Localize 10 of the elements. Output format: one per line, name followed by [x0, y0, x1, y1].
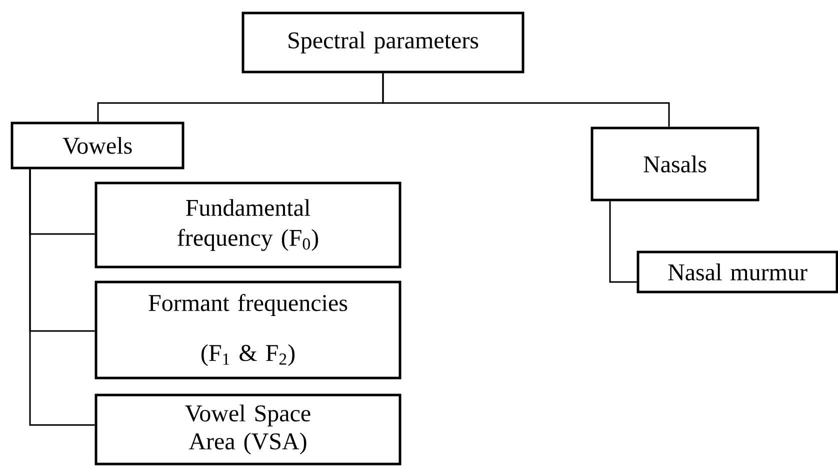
connector-line [29, 169, 95, 426]
connector-line [609, 201, 637, 283]
category-box: Fundamental frequency (F$_{0}$) [94, 182, 402, 268]
category-box: Formant frequencies (F$_{1}$ & F$_{2}$) [94, 280, 402, 380]
category-box: Vowels [10, 122, 184, 170]
category-box: Nasals [590, 126, 760, 202]
category-box: Vowel Space Area (VSA) [94, 394, 402, 466]
category-box: Nasal murmur [636, 250, 838, 294]
category-box: Spectral parameters [242, 12, 524, 74]
connector-line [382, 73, 670, 127]
